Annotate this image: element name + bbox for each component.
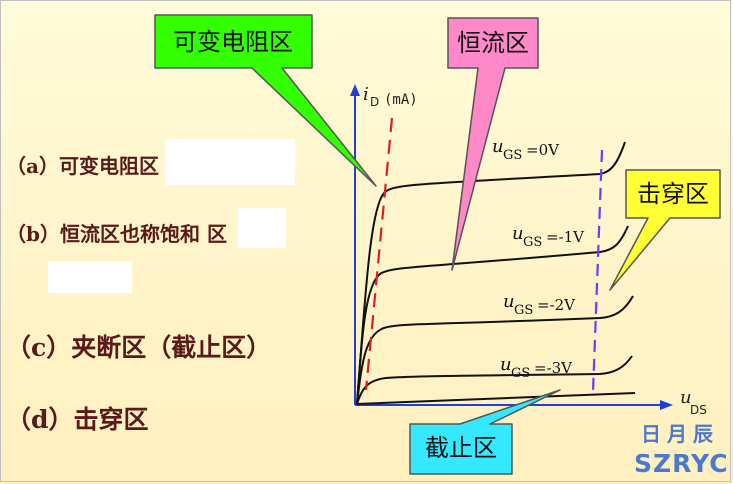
purple-dashed-boundary (591, 149, 604, 393)
svg-text:u: u (503, 291, 515, 312)
callout-cutoff: 截止区 (409, 389, 561, 475)
watermark-logo: 日月辰 SZRYC (634, 418, 729, 478)
svg-text:GS: GS (511, 366, 530, 381)
svg-text:u: u (500, 354, 512, 375)
x-axis-label: u (680, 387, 692, 408)
watermark-en: SZRYC (634, 449, 729, 478)
svg-text:GS: GS (514, 303, 533, 318)
region-list: （a）可变电阻区 （b）恒流区也称饱和 区 （c）夹断区（截止区） （d）击穿区 (0, 0, 360, 484)
svg-text:=-2V: =-2V (537, 296, 576, 314)
svg-text:恒流区: 恒流区 (457, 29, 529, 57)
y-axis-arrow (350, 84, 360, 96)
svg-text:=-3V: =-3V (534, 359, 573, 377)
label-vgs-minus-1v: u GS =-1V (512, 223, 585, 250)
red-dashed-boundary (364, 117, 394, 391)
curve-vgs-minus-2v (356, 295, 634, 405)
list-item-constant-current: （b）恒流区也称饱和 区 (6, 222, 227, 246)
x-axis-arrow (660, 400, 673, 410)
callout-variable-resistance: 可变电阻区 (154, 14, 377, 187)
blank-box (48, 261, 132, 293)
y-axis-subscript: D (370, 95, 379, 109)
cutoff-line (356, 392, 636, 405)
list-item-cutoff: （c）夹断区（截止区） (6, 333, 272, 362)
y-axis-label: i (363, 84, 369, 105)
y-axis-unit: (mA) (384, 92, 418, 108)
curve-vgs-0v (356, 141, 626, 405)
blank-box (165, 139, 295, 185)
callout-breakdown: 击穿区 (609, 169, 721, 291)
curve-vgs-minus-1v (356, 225, 629, 405)
svg-text:GS: GS (523, 235, 542, 250)
list-item-variable-resistance: （a）可变电阻区 (6, 154, 159, 178)
callout-constant-current: 恒流区 (447, 17, 539, 271)
x-axis-subscript: DS (690, 403, 707, 417)
label-vgs-0v: u GS =0V (492, 136, 560, 163)
svg-text:=-1V: =-1V (546, 228, 585, 246)
label-vgs-minus-3v: u GS =-3V (500, 354, 573, 381)
svg-text:截止区: 截止区 (425, 434, 497, 462)
curve-vgs-minus-3v (356, 355, 633, 405)
label-vgs-minus-2v: u GS =-2V (503, 291, 576, 318)
svg-text:击穿区: 击穿区 (637, 180, 709, 208)
svg-text:u: u (492, 136, 504, 157)
blank-box (238, 208, 286, 248)
svg-text:=0V: =0V (526, 141, 560, 159)
svg-text:u: u (512, 223, 524, 244)
list-item-breakdown: （d）击穿区 (6, 405, 149, 434)
svg-text:GS: GS (503, 148, 522, 163)
watermark-cn: 日月辰 (641, 422, 719, 446)
svg-text:可变电阻区: 可变电阻区 (173, 28, 293, 56)
